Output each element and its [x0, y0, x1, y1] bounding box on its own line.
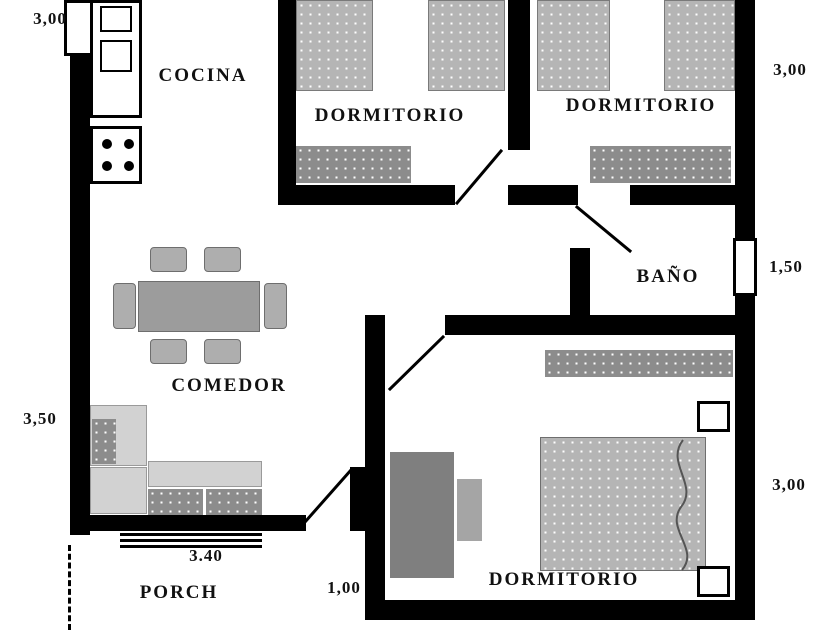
wall-exterior-left: [70, 54, 90, 535]
steps-icon: [120, 539, 262, 542]
room-label-bano: BAÑO: [636, 266, 700, 287]
sink-icon: [100, 40, 132, 72]
door-swing-entry: [302, 467, 354, 525]
porch-dashed-line: [68, 545, 71, 630]
room-label-dormitorio1: DORMITORIO: [314, 105, 466, 126]
dresser-icon: [296, 146, 411, 183]
wall-mid-horizontal-c: [630, 185, 755, 205]
wall-bedrooms-divider: [508, 0, 530, 150]
dimension-entry-width: 1,00: [327, 578, 361, 597]
bed-icon: [537, 0, 610, 91]
room-label-comedor: COMEDOR: [171, 375, 287, 396]
stove-burner-icon: [124, 139, 134, 149]
window-bath-icon: [733, 238, 757, 296]
bed-icon: [540, 437, 706, 571]
dresser-icon: [590, 146, 731, 183]
stool-icon: [457, 479, 482, 541]
stove-burner-icon: [124, 161, 134, 171]
nightstand-icon: [697, 566, 730, 597]
wall-mid-horizontal-b: [508, 185, 578, 205]
dimension-steps-width: 3.40: [189, 546, 223, 565]
wardrobe-icon: [390, 452, 454, 578]
wall-kitchen-bedroom-divider: [278, 0, 296, 205]
chair-icon: [113, 283, 136, 329]
sofa-cushion-icon: [148, 489, 203, 515]
door-swing-bath: [574, 204, 633, 254]
wall-living-bottom: [70, 515, 306, 531]
wall-bath-left: [570, 248, 590, 335]
wall-bedroom3-top-corner: [365, 315, 385, 335]
dimension-bottom-right: 3,00: [772, 475, 806, 494]
door-swing-bedroom1: [454, 148, 504, 206]
chair-icon: [150, 247, 187, 272]
kitchen-cabinet-icon: [100, 6, 132, 32]
wall-entry-column: [350, 467, 366, 531]
room-label-cocina: COCINA: [158, 65, 248, 86]
door-swing-bedroom3: [387, 334, 446, 392]
dimension-top-left: 3,00: [33, 9, 67, 28]
wall-bedroom3-top: [445, 315, 755, 335]
dining-table-icon: [138, 281, 260, 332]
chair-icon: [264, 283, 287, 329]
wall-exterior-right-top: [735, 0, 755, 240]
sofa-cushion-icon: [92, 419, 116, 464]
sofa-icon: [90, 467, 147, 514]
dimension-left-side: 3,50: [23, 409, 57, 428]
room-label-porch: PORCH: [139, 582, 219, 603]
shelf-icon: [545, 350, 733, 377]
wall-bedroom3-bottom: [365, 600, 755, 620]
wall-exterior-right-bottom: [735, 294, 755, 620]
chair-icon: [204, 339, 241, 364]
stove-icon: [90, 126, 142, 184]
bed-icon: [428, 0, 505, 91]
nightstand-icon: [697, 401, 730, 432]
wall-mid-horizontal-a: [278, 185, 455, 205]
steps-icon: [120, 533, 262, 536]
chair-icon: [150, 339, 187, 364]
stove-burner-icon: [102, 161, 112, 171]
wall-bedroom3-left: [365, 335, 385, 620]
bed-icon: [296, 0, 373, 91]
stove-burner-icon: [102, 139, 112, 149]
dimension-top-right: 3,00: [773, 60, 807, 79]
steps-icon: [120, 545, 262, 548]
sofa-back-icon: [148, 461, 262, 487]
room-label-dormitorio3: DORMITORIO: [488, 569, 640, 590]
bed-icon: [664, 0, 735, 91]
room-label-dormitorio2: DORMITORIO: [565, 95, 717, 116]
sofa-cushion-icon: [206, 489, 262, 515]
dimension-bath-right: 1,50: [769, 257, 803, 276]
chair-icon: [204, 247, 241, 272]
